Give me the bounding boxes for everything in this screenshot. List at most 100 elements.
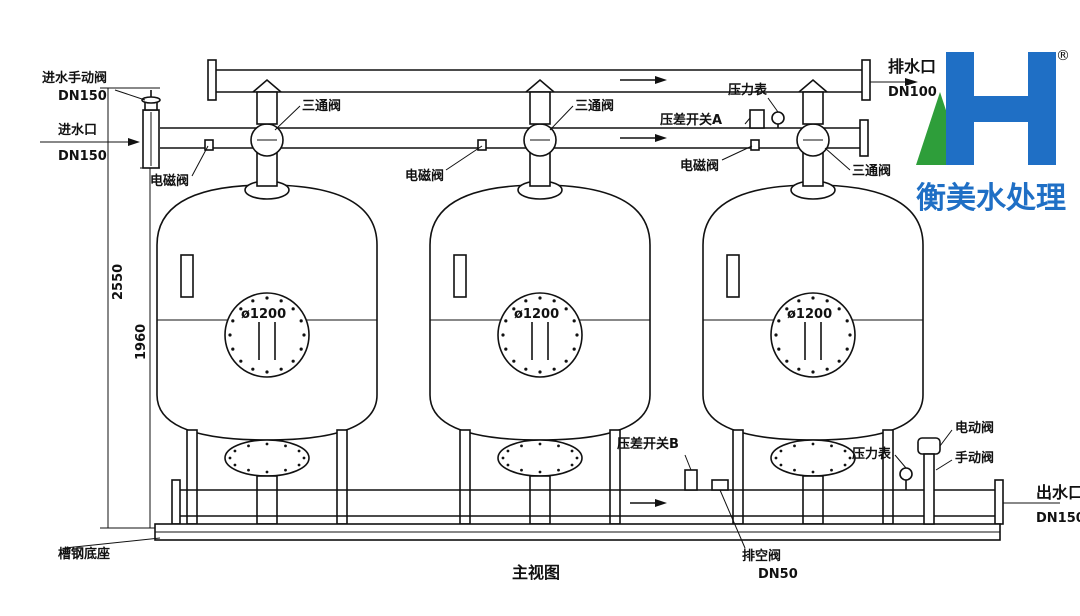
label-solenoid-valve-3: 电磁阀 xyxy=(680,158,719,174)
label-inlet: 进水口 xyxy=(58,122,97,138)
manhole-bolt xyxy=(231,347,235,351)
manhole-bolt xyxy=(575,333,579,337)
manhole-size-label: ø1200 xyxy=(787,307,832,322)
manhole-bolt xyxy=(552,367,556,371)
manhole-bolt xyxy=(512,307,516,311)
label-outlet-dn: DN150 xyxy=(1036,511,1080,526)
hatch-bolt xyxy=(830,468,833,472)
manhole-bolt xyxy=(785,359,789,363)
hatch-bolt xyxy=(793,468,796,472)
hatch-bolt xyxy=(501,456,505,460)
label-electric-valve: 电动阀 xyxy=(955,420,994,436)
label-drain: 排水口 xyxy=(888,57,936,76)
hatch-bolt xyxy=(538,470,542,474)
label-three-way-valve-3: 三通阀 xyxy=(852,163,891,179)
manual-valve-bottom xyxy=(935,459,953,471)
hatch-bolt xyxy=(811,470,815,474)
filter-tank-2: ø1200 xyxy=(429,78,651,525)
hatch-bolt xyxy=(247,444,250,448)
hatch-bolt xyxy=(265,442,269,446)
sight-glass xyxy=(726,254,740,298)
hatch-bolt xyxy=(570,449,574,453)
manhole-size-label: ø1200 xyxy=(514,307,559,322)
manhole-bolt xyxy=(524,299,528,303)
riser-pipe xyxy=(802,91,824,125)
hatch-bolt xyxy=(228,456,232,460)
manhole xyxy=(224,292,310,378)
pressure-gauge-bottom xyxy=(894,454,913,490)
tank-leg xyxy=(336,429,348,525)
manhole-bolt xyxy=(538,370,542,374)
manhole-bolt xyxy=(811,296,815,300)
solenoid-valve xyxy=(477,139,487,151)
manhole-bolt xyxy=(265,370,269,374)
hatch-bolt xyxy=(247,468,250,472)
inlet-arrow xyxy=(40,138,140,146)
manhole-bolt xyxy=(564,359,568,363)
electric-valve xyxy=(917,429,953,525)
hatch-bolt xyxy=(233,449,237,453)
label-vent-valve: 排空阀 xyxy=(742,548,781,564)
hatch-bolt xyxy=(265,470,269,474)
label-three-way-valve-1: 三通阀 xyxy=(302,98,341,114)
filter-tank-1: ø1200 xyxy=(156,78,378,525)
label-pressure-gauge-bottom: 压力表 xyxy=(852,446,892,462)
manhole-bolt xyxy=(524,367,528,371)
manhole-bolt xyxy=(302,333,306,337)
manhole-bolt xyxy=(501,333,505,337)
hatch-bolt xyxy=(520,468,523,472)
label-manual-valve: 手动阀 xyxy=(955,450,994,466)
manhole-bolt xyxy=(279,367,283,371)
manhole-bolt xyxy=(572,319,576,323)
manhole-bolt xyxy=(299,347,303,351)
hatch-bolt xyxy=(570,463,574,467)
manhole-bolt xyxy=(228,333,232,337)
manhole-bolt xyxy=(825,299,829,303)
manhole-bolt xyxy=(231,319,235,323)
diff-switch-a xyxy=(744,109,765,129)
riser-pipe xyxy=(529,91,551,125)
logo-registered-mark: ® xyxy=(1056,48,1070,64)
hatch-bolt xyxy=(848,456,852,460)
manhole-bolt xyxy=(837,307,841,311)
hatch-bolt xyxy=(774,456,778,460)
manhole-bolt xyxy=(564,307,568,311)
label-three-way-valve-2: 三通阀 xyxy=(575,98,614,114)
hatch-bolt xyxy=(506,449,510,453)
label-pressure-gauge-top: 压力表 xyxy=(728,82,768,98)
logo-company-name: 衡美水处理 xyxy=(916,181,1066,216)
manhole-bolt xyxy=(512,359,516,363)
riser-cap xyxy=(798,78,828,93)
manhole-bolt xyxy=(785,307,789,311)
manhole xyxy=(770,292,856,378)
hatch-bolt xyxy=(520,444,523,448)
solenoid-valve xyxy=(204,139,214,151)
drawing-caption: 主视图 xyxy=(512,563,560,582)
hatch-bolt xyxy=(284,468,287,472)
sight-glass xyxy=(453,254,467,298)
hatch-bolt xyxy=(575,456,579,460)
hatch-bolt xyxy=(811,442,815,446)
riser-pipe xyxy=(256,91,278,125)
dim-total-height: 2550 xyxy=(111,264,126,300)
label-vent-dn: DN50 xyxy=(758,567,798,582)
hatch-bolt xyxy=(233,463,237,467)
manhole-bolt xyxy=(251,299,255,303)
inlet-manual-valve xyxy=(114,89,161,169)
label-base: 槽钢底座 xyxy=(58,546,110,562)
manhole-bolt xyxy=(777,319,781,323)
hatch-bolt xyxy=(284,444,287,448)
label-outlet: 出水口 xyxy=(1036,483,1080,502)
hatch-bolt xyxy=(793,444,796,448)
manhole-bolt xyxy=(552,299,556,303)
tank-leg xyxy=(882,429,894,525)
label-inlet-manual-valve-dn: DN150 xyxy=(58,89,107,104)
manhole-bolt xyxy=(797,299,801,303)
label-diff-switch-b: 压差开关B xyxy=(617,436,679,452)
filter-tanks: ø1200 ø1200 ø1200 xyxy=(156,78,924,525)
manhole-bolt xyxy=(572,347,576,351)
label-solenoid-valve-2: 电磁阀 xyxy=(405,168,444,184)
hatch-bolt xyxy=(843,449,847,453)
bottom-outlet-pipe xyxy=(171,479,1004,525)
